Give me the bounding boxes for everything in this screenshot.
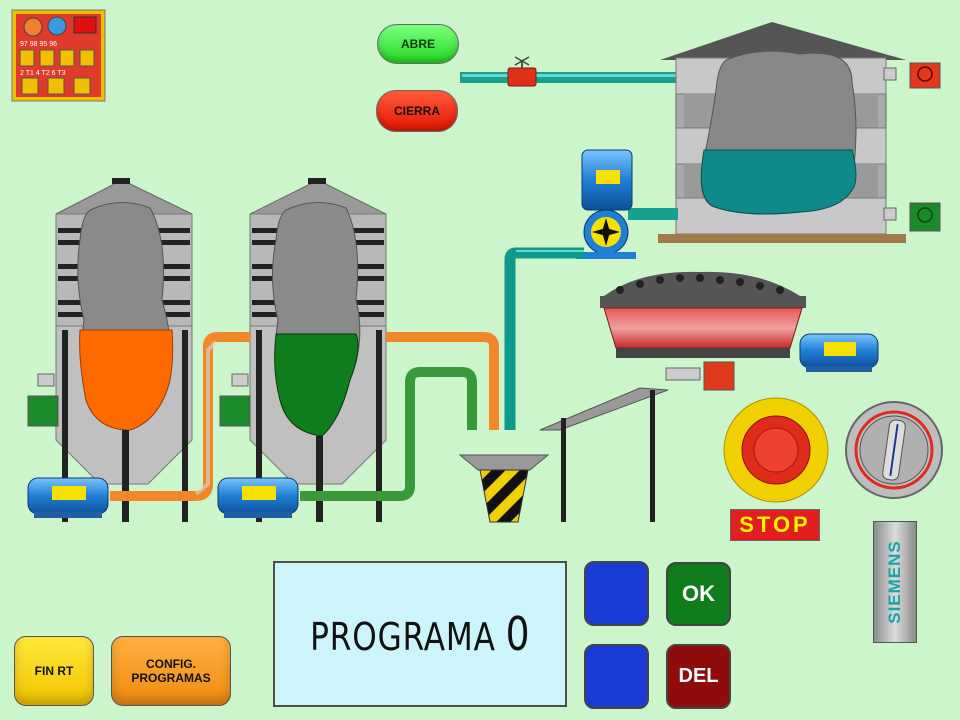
valve-icon[interactable] [507, 56, 537, 87]
relay-bottom-terminals: 2 T1 4 T2 6 T3 [20, 70, 66, 77]
del-button[interactable]: DEL [666, 644, 731, 709]
ok-label: OK [682, 581, 715, 606]
config-label: CONFIG. PROGRAMAS [131, 657, 210, 685]
abre-label: ABRE [400, 37, 435, 51]
relay-icon[interactable]: 97 98 95 96 2 T1 4 T2 6 T3 [11, 9, 106, 102]
relay-top-terminals: 97 98 95 96 [20, 41, 57, 48]
config-programas-button[interactable]: CONFIG. PROGRAMAS [111, 636, 231, 706]
sensor-icon [665, 361, 735, 391]
silo-right [219, 178, 387, 522]
pipe-teal [504, 247, 584, 430]
program-label: PROGRAMA [309, 615, 496, 659]
up-button[interactable] [584, 561, 649, 626]
selector-switch-icon[interactable] [845, 401, 943, 499]
program-number: 0 [505, 607, 531, 661]
cierra-label: CIERRA [393, 104, 440, 118]
sensor-icon [883, 202, 941, 232]
sensor-icon [219, 373, 251, 427]
stop-label: STOP [730, 509, 820, 541]
brand-tag-text: SIEMENS [885, 540, 904, 624]
abre-button[interactable]: ABRE [377, 24, 459, 64]
sensor-icon [883, 62, 941, 89]
motor-icon[interactable] [217, 477, 299, 518]
del-label: DEL [678, 665, 719, 687]
pipe-green [300, 367, 477, 501]
fin-rt-button[interactable]: FIN RT [14, 636, 94, 706]
silo-left [27, 178, 193, 522]
config-label-line1: CONFIG. [146, 657, 196, 671]
shelter [539, 387, 669, 522]
inlet-pipe [460, 72, 682, 83]
down-button[interactable] [584, 644, 649, 709]
cierra-button[interactable]: CIERRA [376, 90, 458, 132]
fin-rt-label: FIN RT [34, 664, 74, 678]
ok-button[interactable]: OK [666, 562, 731, 626]
storage-tank [658, 22, 906, 243]
sensor-icon [27, 373, 59, 427]
hopper [600, 271, 806, 358]
mixing-funnel [458, 454, 550, 523]
stop-button-icon[interactable] [723, 397, 829, 503]
config-label-line2: PROGRAMAS [131, 671, 211, 685]
pump-icon[interactable] [576, 149, 678, 259]
motor-icon[interactable] [27, 477, 109, 518]
motor-icon[interactable] [799, 333, 879, 372]
brand-tag: SIEMENS [873, 521, 917, 643]
pipe-orange [110, 332, 499, 501]
